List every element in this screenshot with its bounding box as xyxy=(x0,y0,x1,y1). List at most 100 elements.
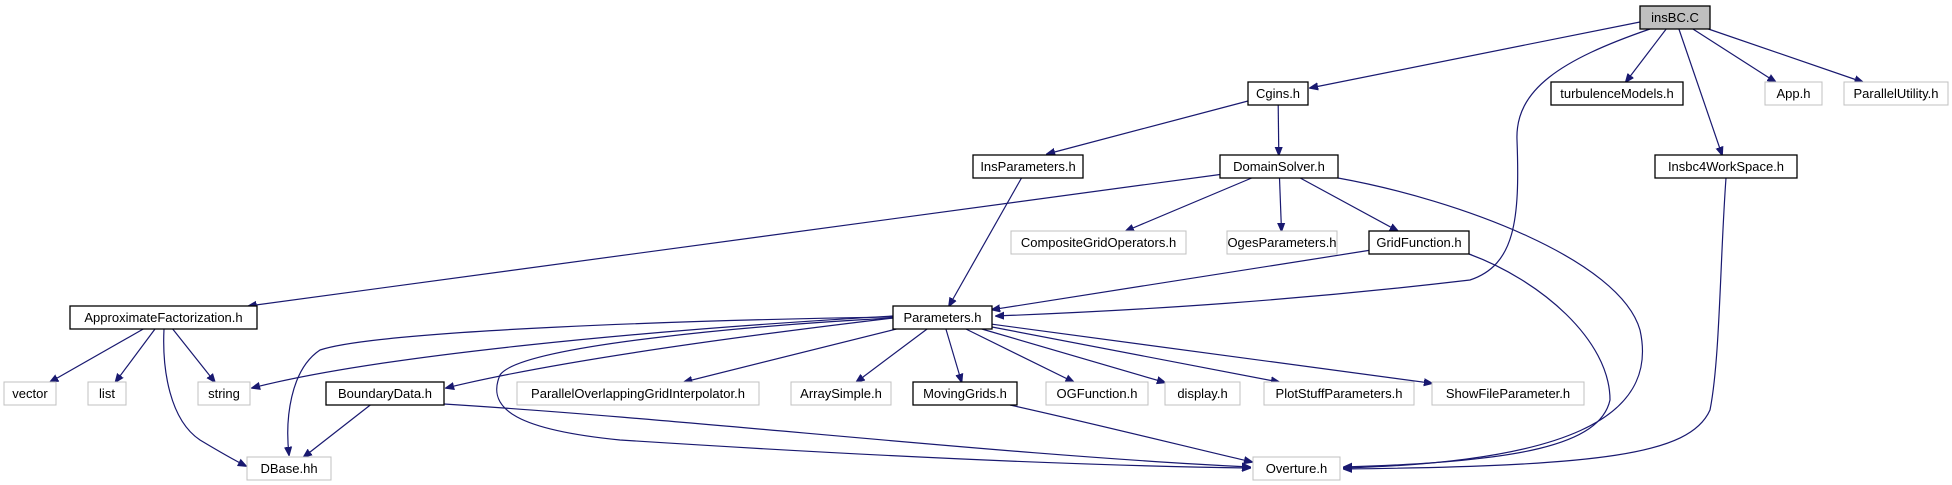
edge-ApproximateFactorization-to-vector xyxy=(50,328,144,382)
node-box xyxy=(1010,230,1187,255)
edge-ApproximateFactorization-to-string xyxy=(172,328,215,382)
edge-Parameters-to-OGFunction xyxy=(965,328,1074,382)
node-label: DBase.hh xyxy=(260,461,317,476)
edge-insBC-to-App xyxy=(1692,28,1776,82)
node-box xyxy=(972,154,1084,179)
node-label: InsParameters.h xyxy=(980,159,1075,174)
node-OGFunction: OGFunction.h xyxy=(1045,381,1149,406)
edge-Parameters-to-string xyxy=(252,315,894,388)
node-label: list xyxy=(99,386,115,401)
node-box xyxy=(1164,381,1241,406)
node-box xyxy=(1219,154,1339,179)
node-box xyxy=(912,381,1018,406)
node-ApproximateFactorization[interactable]: ApproximateFactorization.h xyxy=(69,305,258,330)
edge-DomainSolver-to-ApproximateFactorization xyxy=(249,173,1221,307)
edge-DomainSolver-to-GridFunction xyxy=(1299,177,1398,231)
node-Overture: Overture.h xyxy=(1252,456,1341,481)
node-label: display.h xyxy=(1177,386,1227,401)
node-label: PlotStuffParameters.h xyxy=(1276,386,1403,401)
edge-Parameters-to-ArraySimple xyxy=(856,328,928,382)
node-string: string xyxy=(197,381,251,406)
node-MovingGrids[interactable]: MovingGrids.h xyxy=(912,381,1018,406)
edge-ApproximateFactorization-to-DBase xyxy=(163,328,246,466)
node-insBC[interactable]: insBC.C xyxy=(1639,5,1711,30)
node-ParallelOverlappingGridInterpolator: ParallelOverlappingGridInterpolator.h xyxy=(516,381,760,406)
node-label: Insbc4WorkSpace.h xyxy=(1668,159,1784,174)
edge-Parameters-to-MovingGrids xyxy=(945,328,962,382)
node-box xyxy=(1764,81,1823,106)
node-box xyxy=(197,381,251,406)
node-turbulenceModels[interactable]: turbulenceModels.h xyxy=(1550,81,1684,106)
edge-InsParameters-to-Parameters xyxy=(949,177,1023,306)
node-BoundaryData[interactable]: BoundaryData.h xyxy=(325,381,445,406)
node-label: ParallelUtility.h xyxy=(1853,86,1938,101)
node-label: vector xyxy=(12,386,48,401)
node-box xyxy=(1045,381,1149,406)
node-label: Parameters.h xyxy=(903,310,981,325)
node-box xyxy=(790,381,892,406)
edge-Parameters-to-PlotStuffParameters xyxy=(991,326,1279,382)
node-box xyxy=(1368,230,1470,255)
node-DomainSolver[interactable]: DomainSolver.h xyxy=(1219,154,1339,179)
node-box xyxy=(69,305,258,330)
node-box xyxy=(1226,230,1338,255)
node-box xyxy=(3,381,57,406)
node-Cgins[interactable]: Cgins.h xyxy=(1247,81,1309,106)
node-vector: vector xyxy=(3,381,57,406)
node-label: ShowFileParameter.h xyxy=(1446,386,1570,401)
edge-BoundaryData-to-Overture xyxy=(443,403,1250,467)
node-ShowFileParameter: ShowFileParameter.h xyxy=(1431,381,1585,406)
edge-insBC-to-Parameters xyxy=(996,28,1651,316)
node-ParallelUtility: ParallelUtility.h xyxy=(1843,81,1949,106)
node-label: OgesParameters.h xyxy=(1227,235,1336,250)
node-box xyxy=(1550,81,1684,106)
node-list: list xyxy=(87,381,127,406)
node-label: MovingGrids.h xyxy=(923,386,1007,401)
edge-ApproximateFactorization-to-list xyxy=(116,328,156,382)
edge-Parameters-to-BoundaryData xyxy=(446,317,894,388)
node-App: App.h xyxy=(1764,81,1823,106)
node-box xyxy=(87,381,127,406)
node-box xyxy=(892,305,993,330)
node-label: ApproximateFactorization.h xyxy=(84,310,242,325)
node-ArraySimple: ArraySimple.h xyxy=(790,381,892,406)
node-box xyxy=(246,456,332,481)
edge-insBC-to-ParallelUtility xyxy=(1708,28,1862,82)
edge-insBC-to-turbulenceModels xyxy=(1626,28,1667,82)
edge-DomainSolver-to-CompositeGridOperators xyxy=(1126,177,1252,231)
edge-insBC-to-Cgins xyxy=(1310,21,1641,88)
node-box xyxy=(1654,154,1798,179)
node-label: Cgins.h xyxy=(1256,86,1300,101)
node-box xyxy=(1247,81,1309,106)
node-CompositeGridOperators: CompositeGridOperators.h xyxy=(1010,230,1187,255)
edge-layer xyxy=(50,21,1862,469)
node-GridFunction[interactable]: GridFunction.h xyxy=(1368,230,1470,255)
node-label: ParallelOverlappingGridInterpolator.h xyxy=(531,386,745,401)
edge-MovingGrids-to-Overture xyxy=(1009,404,1252,462)
node-box xyxy=(1431,381,1585,406)
node-label: string xyxy=(208,386,240,401)
node-DBase: DBase.hh xyxy=(246,456,332,481)
node-display: display.h xyxy=(1164,381,1241,406)
node-box xyxy=(1252,456,1341,481)
edge-Parameters-to-ParallelOverlappingGridInterpolator xyxy=(684,328,897,382)
node-label: CompositeGridOperators.h xyxy=(1021,235,1176,250)
edge-GridFunction-to-Parameters xyxy=(992,249,1370,309)
node-label: App.h xyxy=(1777,86,1811,101)
node-InsParameters[interactable]: InsParameters.h xyxy=(972,154,1084,179)
edge-Insbc4WorkSpace-to-Overture xyxy=(1344,177,1727,469)
node-box xyxy=(325,381,445,406)
edge-Parameters-to-Overture xyxy=(496,317,1250,468)
node-label: OGFunction.h xyxy=(1057,386,1138,401)
node-label: insBC.C xyxy=(1651,10,1699,25)
node-Insbc4WorkSpace[interactable]: Insbc4WorkSpace.h xyxy=(1654,154,1798,179)
edge-BoundaryData-to-DBase xyxy=(304,404,371,457)
node-box xyxy=(1639,5,1711,30)
node-Parameters[interactable]: Parameters.h xyxy=(892,305,993,330)
node-label: ArraySimple.h xyxy=(800,386,882,401)
edge-Parameters-to-DBase xyxy=(288,316,894,455)
edge-Cgins-to-DomainSolver xyxy=(1278,104,1279,155)
edge-DomainSolver-to-OgesParameters xyxy=(1280,177,1282,231)
